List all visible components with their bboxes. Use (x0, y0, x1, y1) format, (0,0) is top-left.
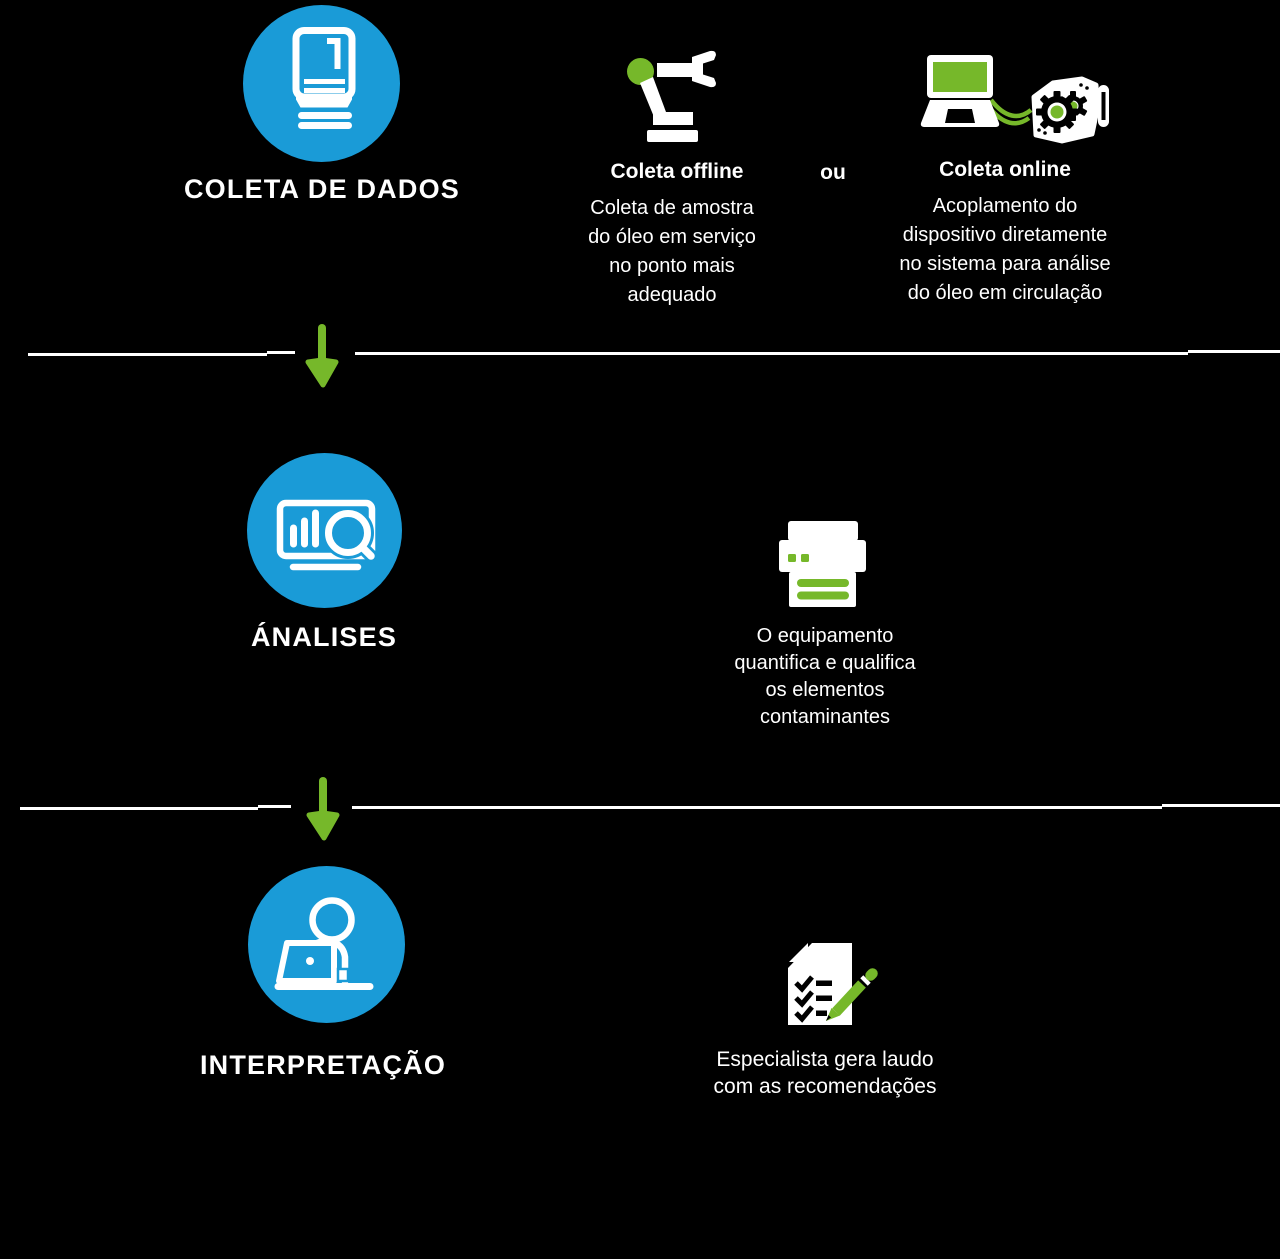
divider-1-segment (1188, 350, 1280, 353)
laptop-sensor-connection-icon (920, 55, 1109, 144)
step-circle-interpretacao (248, 866, 405, 1023)
step-title-coleta-de-dados: COLETA DE DADOS (183, 174, 460, 204)
coleta-offline-heading: Coleta offline (610, 160, 744, 183)
arrow-down-icon (305, 324, 339, 388)
step-title-analises: ÁNALISES (250, 622, 398, 652)
divider-1-segment (355, 352, 442, 355)
divider-2-segment (352, 806, 522, 809)
coleta-online-description: Acoplamento do dispositivo diretamente n… (899, 195, 1111, 304)
step-title-interpretacao: INTERPRETAÇÃO (199, 1050, 447, 1080)
divider-1-segment (28, 353, 267, 356)
chart-magnifier-icon (276, 499, 378, 571)
printer-icon (779, 521, 866, 607)
divider-2-segment (258, 805, 291, 808)
divider-1-segment (267, 351, 295, 354)
person-laptop-icon (274, 897, 374, 990)
divider-1-segment (442, 352, 1188, 355)
divider-2-segment (1162, 804, 1280, 807)
arrow-down-icon (306, 777, 340, 841)
report-checklist-pencil-icon (788, 943, 878, 1025)
divider-2-segment (20, 807, 258, 810)
or-label: ou (820, 161, 846, 184)
step-circle-analises (247, 453, 402, 608)
divider-2-segment (522, 806, 1162, 809)
step-circle-coleta-de-dados (243, 5, 400, 162)
analises-description: O equipamento quantifica e qualifica os … (734, 625, 916, 728)
interpretacao-description: Especialista gera laudo com as recomenda… (713, 1048, 937, 1098)
oil-sample-bottle-icon (292, 27, 356, 129)
robot-arm-icon (627, 50, 716, 142)
coleta-offline-description: Coleta de amostra do óleo em serviço no … (588, 197, 756, 306)
coleta-online-heading: Coleta online (939, 158, 1071, 181)
